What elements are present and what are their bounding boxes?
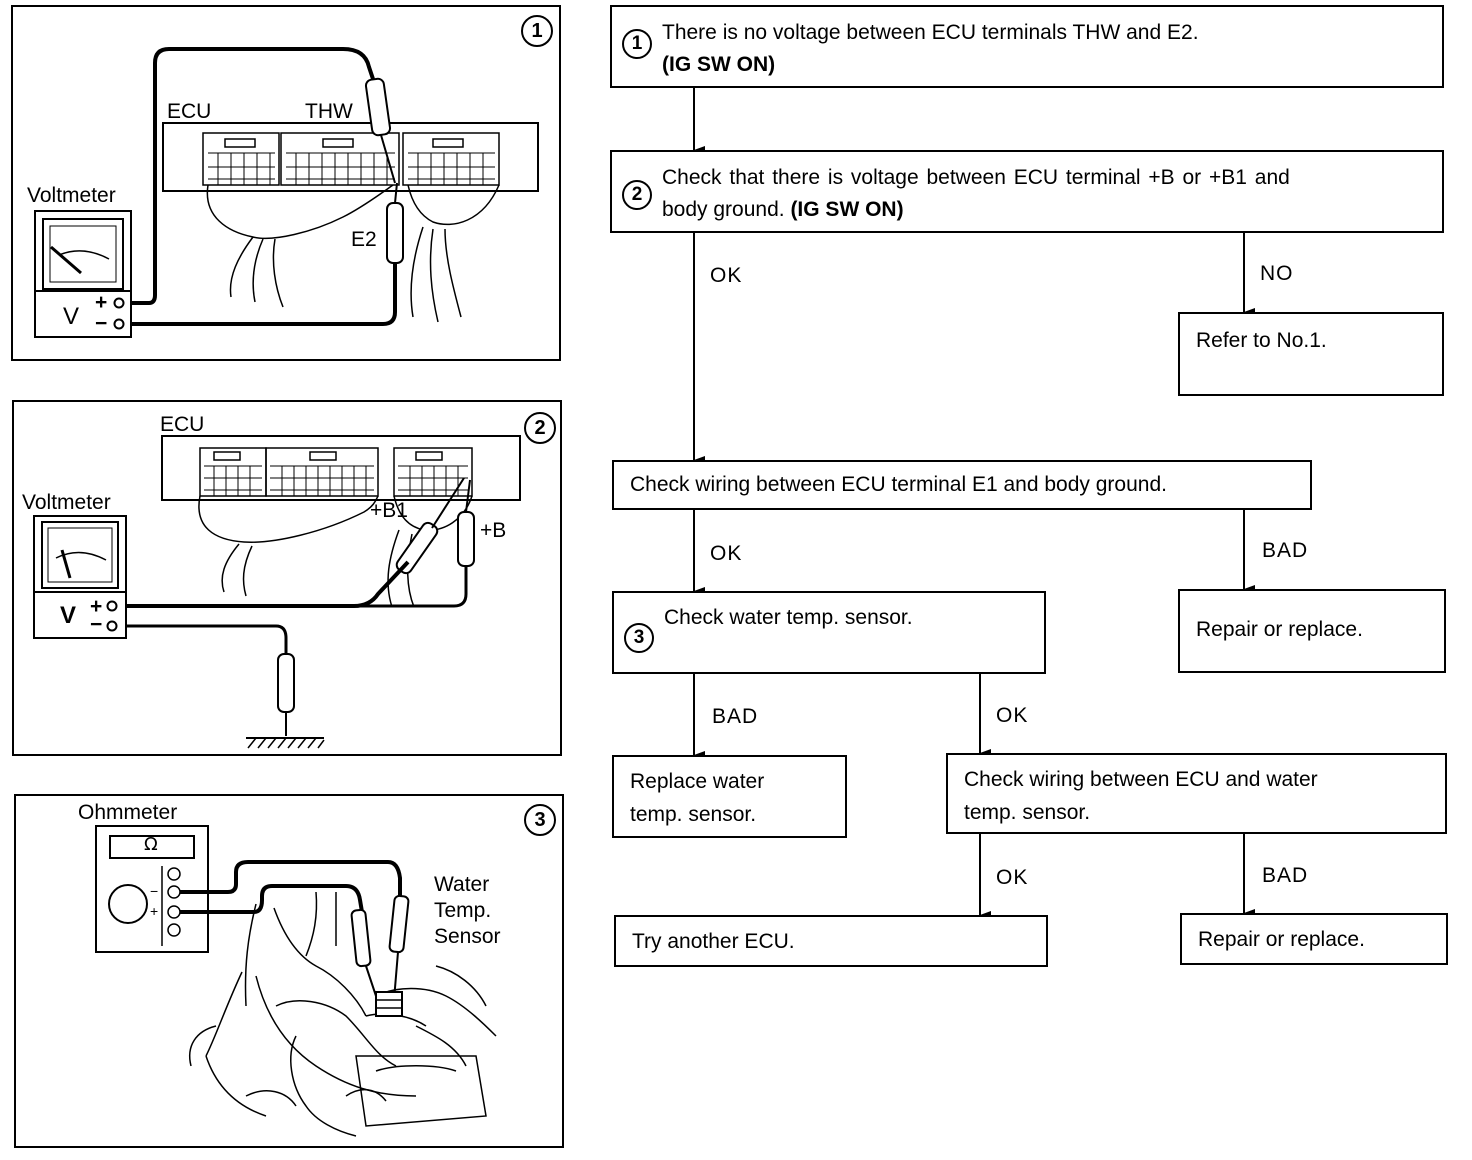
try-another-ecu-box: Try another ECU.	[614, 915, 1048, 967]
b-label: +B	[480, 519, 507, 542]
replace-sensor-box: Replace water temp. sensor.	[612, 755, 847, 838]
repair-box-2: Repair or replace.	[1180, 913, 1448, 965]
voltmeter-label: Voltmeter	[27, 184, 116, 207]
panel-2-illustration	[33, 435, 521, 749]
label-ok-step3: OK	[996, 704, 1029, 727]
panel-3-illustration	[95, 825, 497, 1137]
check-e1-box: Check wiring between ECU terminal E1 and…	[612, 460, 1312, 510]
label-bad-wiring: BAD	[1262, 864, 1309, 887]
panel-2-voltmeter-b-b1: 2 ECU +B1 +B Voltmeter V + −	[12, 400, 562, 756]
step-1-text-line-2: (IG SW ON)	[662, 53, 776, 76]
repair-text-2: Repair or replace.	[1198, 928, 1365, 951]
ecu-label: ECU	[167, 100, 212, 123]
check-wiring-sensor-line-2: temp. sensor.	[964, 801, 1091, 824]
sensor-label-line-2: Temp.	[434, 899, 492, 922]
repair-text-1: Repair or replace.	[1196, 618, 1363, 641]
try-another-ecu-text: Try another ECU.	[632, 930, 795, 953]
step-3-text: Check water temp. sensor.	[664, 606, 913, 629]
step-2-box: 2 Check that there is voltage between EC…	[610, 150, 1444, 233]
step-3-number: 3	[624, 623, 654, 653]
panel-3-number: 3	[524, 804, 556, 836]
ecu-label: ECU	[160, 413, 205, 436]
repair-box-1: Repair or replace.	[1178, 589, 1446, 673]
label-bad-step3: BAD	[712, 705, 759, 728]
ohmmeter-label: Ohmmeter	[78, 801, 178, 824]
plus-terminal-label: +	[95, 291, 108, 314]
panel-1-voltmeter-thw-e2: 1 ECU THW E2 Voltmeter V + −	[11, 5, 561, 361]
step-1-text-line-1: There is no voltage between ECU terminal…	[662, 21, 1199, 44]
refer-no1-box: Refer to No.1.	[1178, 312, 1444, 396]
label-ok-e1: OK	[710, 542, 743, 565]
sensor-label-line-3: Sensor	[434, 925, 501, 948]
check-wiring-sensor-box: Check wiring between ECU and water temp.…	[946, 753, 1447, 834]
label-bad-e1: BAD	[1262, 539, 1309, 562]
e2-label: E2	[351, 228, 377, 251]
step-2-condition: (IG SW ON)	[790, 198, 904, 221]
step-2-number: 2	[622, 180, 652, 210]
panel-1-illustration	[34, 47, 539, 338]
ohmmeter-plus-label: +	[150, 903, 159, 919]
panel-1-number: 1	[521, 15, 553, 47]
step-2-text-line-1: Check that there is voltage between ECU …	[662, 166, 1290, 189]
minus-terminal-label: −	[90, 613, 103, 636]
voltmeter-label: Voltmeter	[22, 491, 111, 514]
minus-terminal-label: −	[95, 312, 108, 335]
step-1-number: 1	[622, 29, 652, 59]
v-label: V	[60, 602, 77, 629]
step-1-box: 1 There is no voltage between ECU termin…	[610, 5, 1444, 88]
label-ok-wiring: OK	[996, 866, 1029, 889]
step-2-text-line-2: body ground.	[662, 198, 791, 221]
panel-2-number: 2	[524, 412, 556, 444]
refer-no1-text: Refer to No.1.	[1196, 329, 1327, 352]
b1-label: +B1	[370, 499, 408, 522]
replace-sensor-line-2: temp. sensor.	[630, 803, 757, 826]
step-3-box: 3 Check water temp. sensor.	[612, 591, 1046, 674]
v-label: V	[63, 303, 80, 330]
thw-label: THW	[305, 100, 353, 123]
label-ok-step2: OK	[710, 264, 743, 287]
plus-terminal-label: +	[90, 595, 103, 618]
check-wiring-sensor-line-1: Check wiring between ECU and water	[964, 768, 1318, 791]
label-no-step2: NO	[1260, 262, 1294, 285]
ohm-symbol: Ω	[144, 834, 158, 855]
sensor-label-line-1: Water	[434, 873, 490, 896]
panel-3-ohmmeter-sensor: 3 Ohmmeter Ω − + Water Temp. Sensor	[14, 794, 564, 1148]
check-e1-text: Check wiring between ECU terminal E1 and…	[630, 473, 1167, 496]
replace-sensor-line-1: Replace water	[630, 770, 765, 793]
ohmmeter-minus-label: −	[150, 883, 159, 899]
